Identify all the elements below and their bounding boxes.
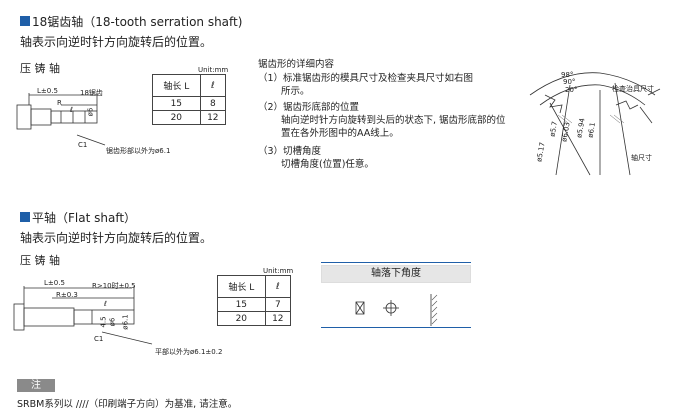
dim-C1: C1 — [94, 335, 104, 343]
table2-unit: Unit:mm — [263, 267, 294, 275]
dim-ell: ℓ — [104, 300, 107, 308]
dim-ell: ℓ — [70, 106, 73, 114]
note-tag: 注 — [17, 379, 55, 392]
flat-note: 平部以外为ø6.1±0.2 — [155, 348, 223, 356]
dim-d1: 4.5 — [99, 316, 108, 328]
section1-title: 18锯齿轴（18-tooth serration shaft) — [32, 15, 243, 29]
section-marker — [20, 212, 30, 222]
dim-L: L±0.5 — [44, 279, 65, 287]
serration-note: 锯齿形部以外为ø6.1 — [106, 147, 171, 155]
serration-detail-drawing — [529, 72, 661, 176]
table1-cell: 8 — [199, 96, 227, 111]
shaft-label: 轴尺寸 — [631, 154, 652, 162]
table2-cell: 20 — [217, 311, 266, 326]
note-text: SRBM系列以 ////（印刷端子方向）为基准, 请注意。 — [17, 399, 238, 410]
section2-title: 平轴（Flat shaft） — [32, 211, 137, 225]
dim-teeth: 18锯齿 — [80, 89, 103, 97]
dim-R3: R±0.3 — [56, 291, 78, 299]
detail-line: 置在各外形图中的AA线上。 — [281, 128, 399, 139]
table2-cell: 12 — [264, 311, 292, 326]
angle-box-title: 轴落下角度 — [321, 265, 471, 283]
dim-d2: ø6 — [108, 317, 117, 327]
detail-line: 切槽角度(位置)任意。 — [281, 159, 374, 170]
dim-d6: ø6 — [86, 107, 95, 117]
table1-cell: 20 — [152, 110, 201, 125]
section2-desc: 轴表示向逆时针方向旋转后的位置。 — [20, 231, 213, 245]
table1-header-L: 轴长 L — [152, 74, 201, 97]
angle-symbols — [355, 294, 438, 326]
angle-20: 20° — [565, 86, 578, 94]
dim-L: L±0.5 — [37, 87, 58, 95]
table1: 轴长 L ℓ 15 8 20 12 — [152, 74, 227, 125]
table2-cell: 7 — [264, 297, 292, 312]
section1-desc: 轴表示向逆时针方向旋转后的位置。 — [20, 35, 213, 49]
detail-line: （2）锯齿形底部的位置 — [258, 102, 360, 113]
table1-unit: Unit:mm — [198, 66, 229, 74]
detail-line: （1）标准锯齿形的模具尺寸及检查夹具尺寸如右图 — [258, 73, 474, 84]
serration-shaft-drawing — [16, 93, 106, 146]
dim-C1: C1 — [78, 141, 88, 149]
angle-98: 98° — [561, 71, 574, 79]
detail-line: 轴向逆时针方向旋转到头后的状态下, 锯齿形底部的位 — [281, 115, 506, 126]
table1-cell: 15 — [152, 96, 201, 111]
table2-header-L: 轴长 L — [217, 275, 266, 298]
table1-cell: 12 — [199, 110, 227, 125]
dim-R: R — [57, 99, 62, 107]
detail-title: 锯齿形的详细内容 — [258, 59, 335, 70]
angle-90: 90° — [563, 78, 576, 86]
table1-header-ell: ℓ — [199, 74, 227, 97]
table2-header-ell: ℓ — [264, 275, 292, 298]
fixture-label: 检查治具尺寸 — [612, 85, 654, 93]
section-marker — [20, 16, 30, 26]
angle-box: 轴落下角度 — [321, 262, 471, 328]
section1-subhead: 压 铸 轴 — [20, 62, 60, 75]
flat-shaft-drawing — [13, 286, 153, 345]
dim-R: R>10时±0.5 — [92, 282, 136, 290]
section2-subhead: 压 铸 轴 — [20, 254, 60, 267]
table2: 轴长 L ℓ 15 7 20 12 — [217, 275, 292, 326]
detail-line: 所示。 — [281, 86, 310, 97]
dim-d3: ø6.1 — [121, 314, 130, 330]
detail-line: （3）切槽角度 — [258, 146, 322, 157]
table2-cell: 15 — [217, 297, 266, 312]
